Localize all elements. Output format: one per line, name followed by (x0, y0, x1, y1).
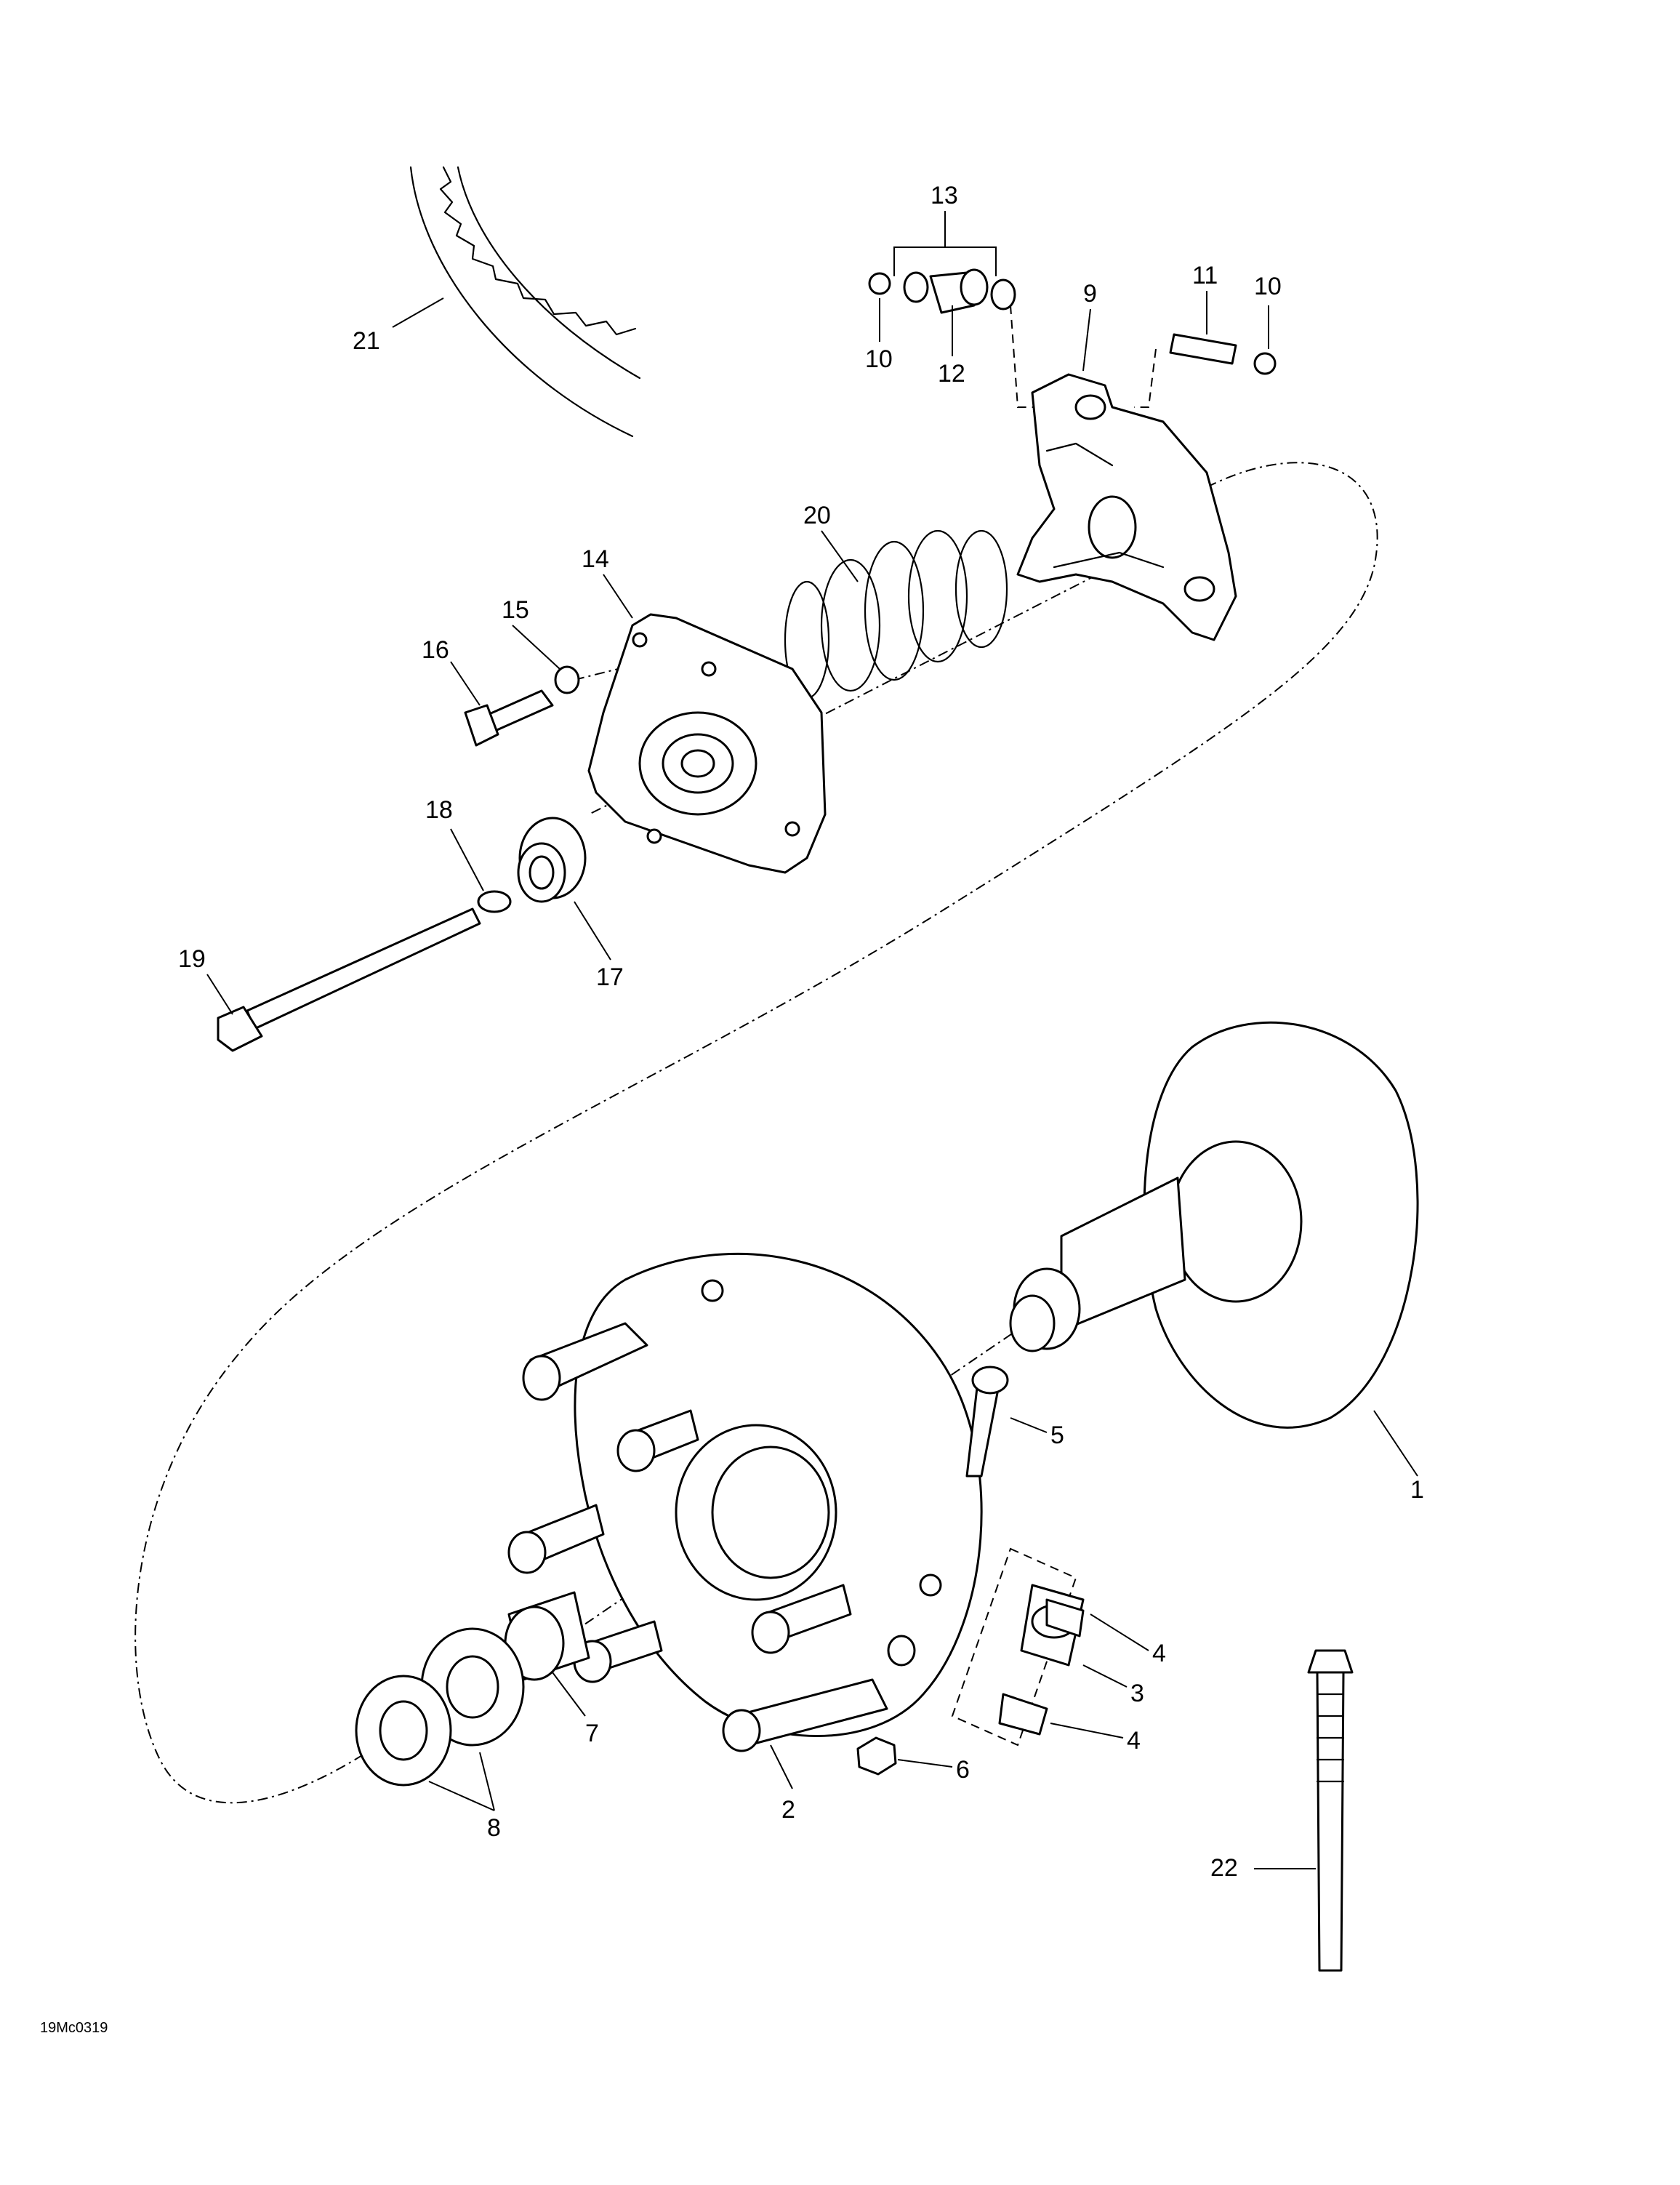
callout-18: 18 (425, 796, 453, 824)
lock-washer (477, 890, 512, 913)
bolt-cover (464, 689, 554, 747)
axis-line-upper (784, 574, 1098, 735)
callout-19: 19 (178, 945, 206, 973)
cam-bracket (1016, 373, 1237, 641)
callout-20: 20 (803, 502, 831, 529)
cap-screw (965, 1366, 1009, 1478)
callout-21: 21 (353, 327, 380, 355)
callout-13: 13 (931, 182, 958, 209)
fixed-sheave (1009, 1021, 1419, 1429)
callout-10-left: 10 (865, 345, 893, 373)
callout-12: 12 (938, 360, 965, 388)
callout-17: 17 (596, 963, 624, 991)
shim-washer-upper (1045, 1598, 1085, 1637)
leader-lines (206, 211, 1418, 1869)
puller-bolt (1307, 1649, 1354, 1972)
callout-3: 3 (1130, 1680, 1144, 1707)
callout-7: 7 (585, 1720, 599, 1747)
pin (1169, 333, 1237, 365)
spring (784, 529, 1008, 699)
callout-5: 5 (1050, 1422, 1064, 1449)
callout-8: 8 (487, 1814, 501, 1842)
assembly-outline (134, 462, 1378, 1804)
retaining-clip (1253, 352, 1277, 375)
callout-14: 14 (582, 545, 609, 573)
callout-15: 15 (502, 596, 529, 624)
roller-kit (868, 268, 1016, 314)
drive-belt (409, 166, 641, 438)
hex-nut (856, 1736, 897, 1776)
callout-4-lower: 4 (1127, 1727, 1141, 1755)
washer-cover (554, 665, 580, 694)
weight-kit-outline (951, 1547, 1077, 1747)
callout-22: 22 (1210, 1854, 1238, 1882)
long-bolt (217, 907, 481, 1052)
spacer-washers (355, 1627, 525, 1787)
callout-11: 11 (1192, 262, 1218, 289)
callout-1: 1 (1410, 1476, 1424, 1504)
callout-9: 9 (1083, 280, 1097, 308)
diagram-code: 19Mc0319 (40, 2020, 108, 2036)
callout-16: 16 (422, 636, 449, 664)
callout-4-upper: 4 (1152, 1640, 1166, 1667)
movable-sheave (507, 1252, 983, 1752)
callout-10-right: 10 (1254, 273, 1282, 300)
callout-2: 2 (781, 1796, 795, 1824)
callout-6: 6 (956, 1756, 970, 1784)
pin-guide (1134, 348, 1157, 408)
callouts: 1 2 3 4 4 5 6 7 8 9 10 10 11 12 13 14 15… (178, 182, 1424, 1882)
cover-plate (587, 613, 827, 874)
shim-washer-lower (998, 1693, 1048, 1736)
bushing-ring (517, 817, 587, 903)
